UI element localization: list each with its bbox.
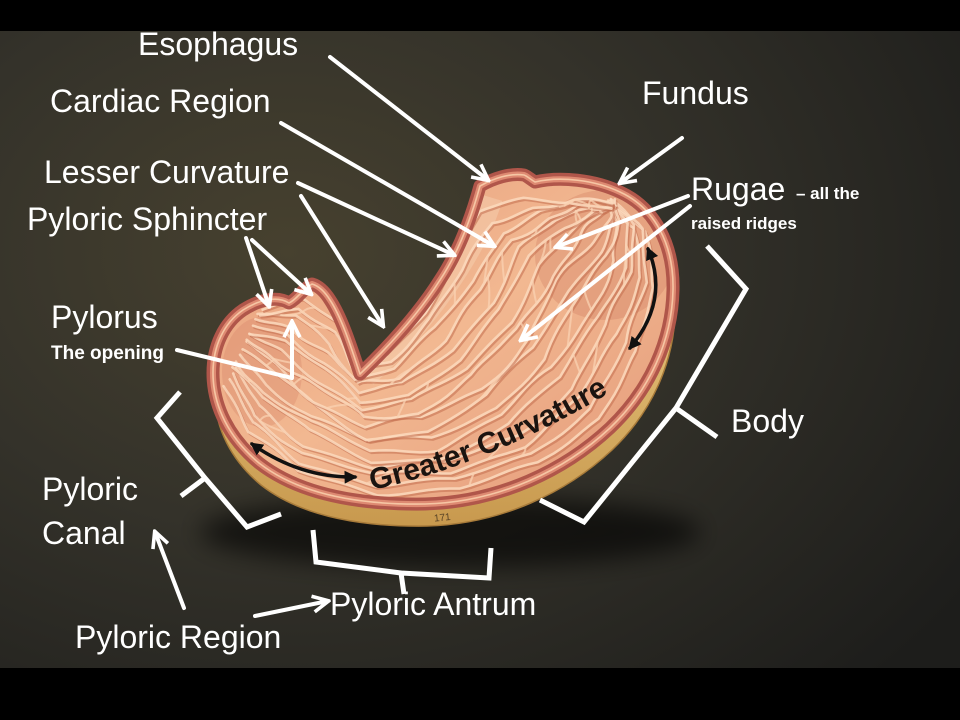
ruga-fold [248,204,614,405]
ruga-cross-fold [308,324,331,330]
fundus-label: Fundus [642,75,749,111]
ruga-cross-fold [563,198,576,207]
rugae-arrow-upper [556,194,690,247]
ruga-fold [231,201,629,465]
ruga-cross-fold [572,353,581,374]
ruga-fold [254,198,614,385]
labels: Esophagus Cardiac Region Fundus Lesser C… [27,26,859,655]
pyloric-sphincter-label: Pyloric Sphincter [27,201,267,237]
rugae-label: Rugae [691,171,785,207]
ruga-cross-fold [574,210,578,224]
lesser-curvature-label: Lesser Curvature [44,154,289,190]
body-label: Body [731,403,804,439]
ruga-cross-fold [247,379,253,383]
ruga-fold [258,197,614,372]
ruga-fold [245,199,614,429]
pylorus-label: Pylorus [51,299,158,335]
greater-curvature-arrow-right [628,246,659,350]
ruga-cross-fold [501,250,506,284]
ruga-cross-fold [478,372,503,401]
ruga-cross-fold [537,239,547,266]
lesser-curvature-arrow-upper [296,181,454,255]
pyloric-canal-bracket [153,390,282,530]
ruga-cross-fold [520,446,527,458]
pyloric-antrum-bracket [310,529,494,595]
ruga-cross-fold [531,227,538,237]
ruga-cross-fold [591,339,599,375]
ruga-cross-fold [483,255,489,285]
esophagus-label: Esophagus [138,26,298,62]
ruga-cross-fold [345,397,358,400]
pylorus-note: The opening [51,343,164,364]
pyloric-region-arrow-to-antrum [253,601,328,618]
ruga-cross-fold [265,359,274,367]
ruga-cross-fold [396,398,407,419]
ruga-cross-fold [365,470,395,485]
ruga-cross-fold [468,472,475,487]
pyloric-canal-label-line1: Pyloric [42,471,138,507]
ruga-cross-fold [486,276,491,310]
ruga-cross-fold [590,207,594,215]
curvature-arrows [249,246,659,484]
ruga-cross-fold [367,437,384,442]
ruga-cross-fold [587,198,592,209]
annotation-arrows [155,55,692,618]
ruga-cross-fold [566,305,574,348]
ruga-fold [238,199,621,443]
pyloric-sphincter-arrow-right [250,238,311,294]
pyloric-region-label: Pyloric Region [75,619,281,655]
ruga-cross-fold [423,381,430,393]
cardiac-region-label: Cardiac Region [50,83,271,119]
esophagus-arrow [328,55,488,180]
model-number: 171 [434,512,452,525]
greater-curvature-arrow-left [249,442,358,484]
ruga-cross-fold [258,414,272,423]
pyloric-region-arrow-to-canal [155,532,186,610]
ruga-cross-fold [390,367,413,385]
cardiac-region-arrow [279,121,494,246]
ruga-cross-fold [258,420,287,434]
rugae-note-line2: raised ridges [691,214,797,233]
rugae-arrow-lower [521,204,692,340]
top-black-band [0,0,960,31]
region-brackets [153,244,750,595]
pyloric-canal-label-line2: Canal [42,515,126,551]
rugae-note-line1: – all the [796,184,859,203]
ruga-cross-fold [280,311,304,317]
lesser-curvature-arrow-lower [299,194,383,326]
bottom-black-band [0,668,960,720]
fundus-arrow [620,136,684,183]
ruga-fold [245,204,617,420]
pylorus-arrow [175,322,292,380]
ruga-cross-fold [301,306,317,314]
body-bracket [538,244,750,526]
ruga-cross-fold [292,376,305,386]
ruga-cross-fold [341,400,359,408]
ruga-cross-fold [325,403,350,410]
pyloric-antrum-label: Pyloric Antrum [330,586,536,622]
ruga-cross-fold [531,278,538,305]
pyloric-sphincter-arrow-left [244,236,269,306]
ruga-cross-fold [486,437,509,461]
ruga-cross-fold [453,281,456,306]
ruga-cross-fold [599,210,603,214]
ruga-fold [261,196,613,364]
